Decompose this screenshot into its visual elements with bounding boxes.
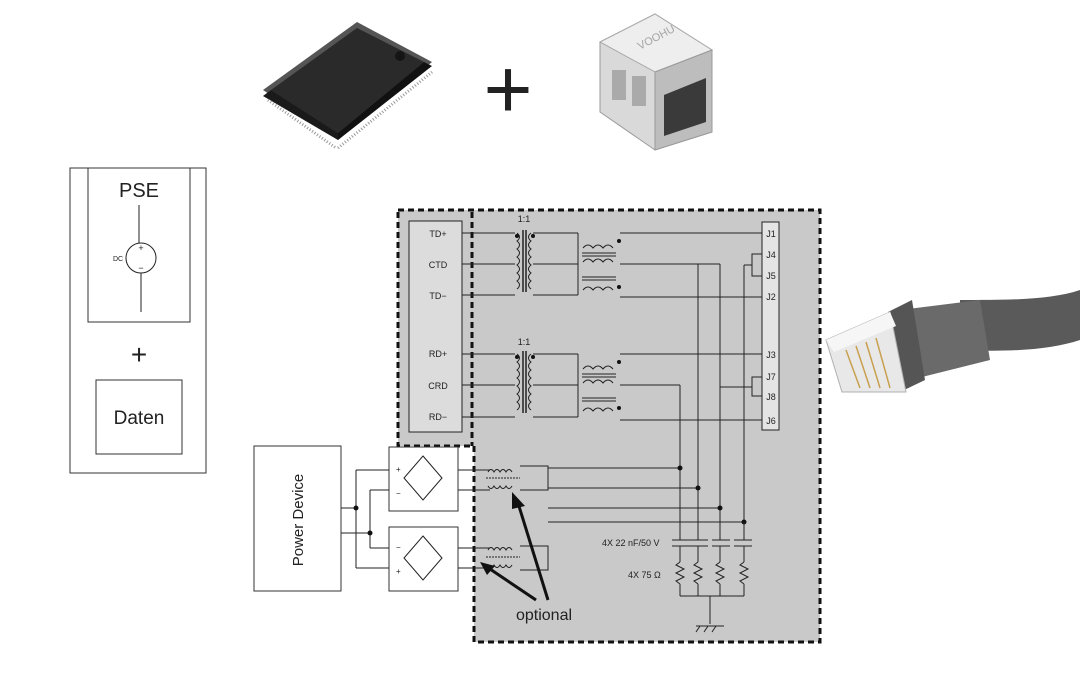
jack-pin-j1: J1	[766, 229, 776, 239]
power-device-label: Power Device	[290, 474, 307, 567]
rj45-jack-image: VOOHU	[598, 13, 714, 151]
jack-pin-j5: J5	[766, 271, 776, 281]
phy-pin-block: TD+ CTD TD− RD+ CRD RD−	[408, 220, 463, 433]
pin-rd-plus: RD+	[429, 349, 447, 359]
pin-td-plus: TD+	[429, 229, 446, 239]
pse-panel: PSE + − DC + Daten	[69, 167, 207, 474]
jack-pin-j3: J3	[766, 350, 776, 360]
ct-wiring	[458, 465, 747, 571]
power-device-block: Power Device	[253, 445, 389, 592]
capacitor-label: 4X 22 nF/50 V	[602, 538, 660, 548]
optional-annotation: optional	[480, 492, 572, 624]
svg-text:+: +	[396, 567, 401, 576]
optional-label: optional	[516, 607, 572, 624]
bridge-rectifier-2: − +	[388, 526, 459, 592]
termination-network: 4X 22 nF/50 V 4X 75 Ω	[602, 522, 752, 633]
data-label: Daten	[114, 408, 165, 429]
svg-text:−: −	[138, 263, 143, 273]
rj45-cable-image	[825, 290, 1080, 393]
jack-pin-j2: J2	[766, 292, 776, 302]
svg-text:−: −	[396, 489, 401, 498]
bridge-rectifier-1: + −	[388, 446, 459, 512]
pse-title: PSE	[119, 180, 159, 202]
tx-ratio-label: 1:1	[518, 214, 531, 224]
pin-td-minus: TD−	[429, 291, 446, 301]
jack-pin-j4: J4	[766, 250, 776, 260]
pin-ctd: CTD	[429, 260, 448, 270]
pin-rd-minus: RD−	[429, 412, 447, 422]
svg-text:+: +	[396, 465, 401, 474]
dc-label: DC	[113, 256, 123, 263]
top-plus-sign: +	[483, 42, 532, 136]
jack-wiring	[620, 232, 762, 540]
jack-pin-j8: J8	[766, 392, 776, 402]
pse-plus-sign: +	[131, 339, 147, 370]
svg-text:−: −	[396, 543, 401, 552]
rx-transformer: 1:1	[462, 337, 621, 418]
rx-ratio-label: 1:1	[518, 337, 531, 347]
tx-transformer: 1:1	[462, 214, 621, 296]
ground-icon	[695, 625, 724, 633]
resistor-label: 4X 75 Ω	[628, 570, 661, 580]
jack-pin-j6: J6	[766, 416, 776, 426]
jack-pin-j7: J7	[766, 372, 776, 382]
magnetics-region	[396, 208, 822, 644]
jack-pin-block: J1 J4 J5 J2 J3 J7 J8 J6	[761, 221, 780, 431]
svg-text:+: +	[138, 243, 143, 253]
ethernet-chip-image	[263, 22, 433, 150]
pin-crd: CRD	[428, 381, 448, 391]
